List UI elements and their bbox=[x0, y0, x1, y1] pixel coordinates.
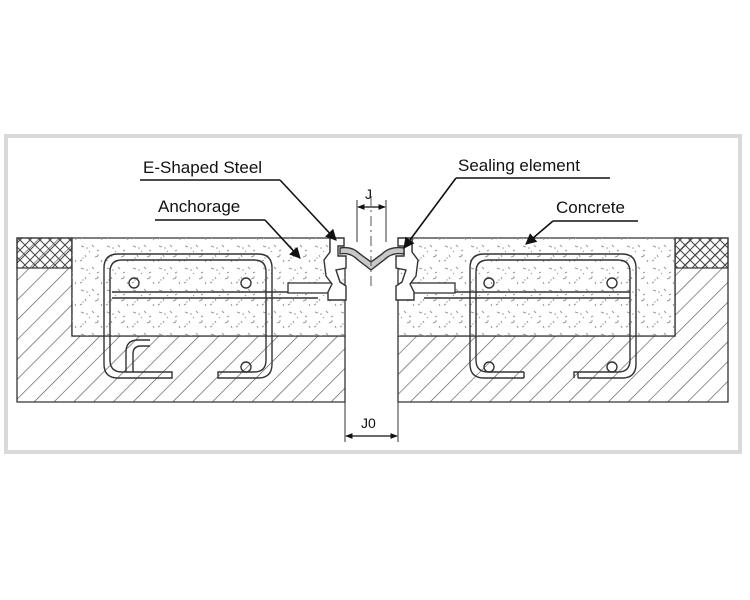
left-concrete-block bbox=[71, 237, 346, 337]
e-shaped-steel-label: E-Shaped Steel bbox=[143, 158, 262, 177]
e-shaped-steel-arrow bbox=[279, 179, 337, 241]
sealing-element-label: Sealing element bbox=[458, 156, 580, 175]
right-anchorage-rebar bbox=[424, 253, 637, 379]
concrete-arrow bbox=[525, 220, 554, 245]
concrete-label: Concrete bbox=[556, 198, 625, 217]
dimension-j-label: J bbox=[365, 186, 372, 202]
left-e-shaped-steel bbox=[323, 237, 347, 301]
dimension-j bbox=[356, 200, 387, 242]
anchorage-arrow bbox=[264, 219, 301, 259]
sealing-element-arrow bbox=[403, 177, 457, 249]
right-surface-layer bbox=[674, 237, 729, 269]
right-e-shaped-steel bbox=[395, 237, 419, 301]
left-anchorage-rebar bbox=[103, 253, 318, 379]
left-surface-layer bbox=[16, 237, 73, 269]
anchorage-label: Anchorage bbox=[158, 197, 240, 216]
dimension-j0-label: J0 bbox=[361, 415, 376, 431]
dimension-j0 bbox=[344, 402, 399, 442]
sealing-element bbox=[339, 246, 405, 271]
